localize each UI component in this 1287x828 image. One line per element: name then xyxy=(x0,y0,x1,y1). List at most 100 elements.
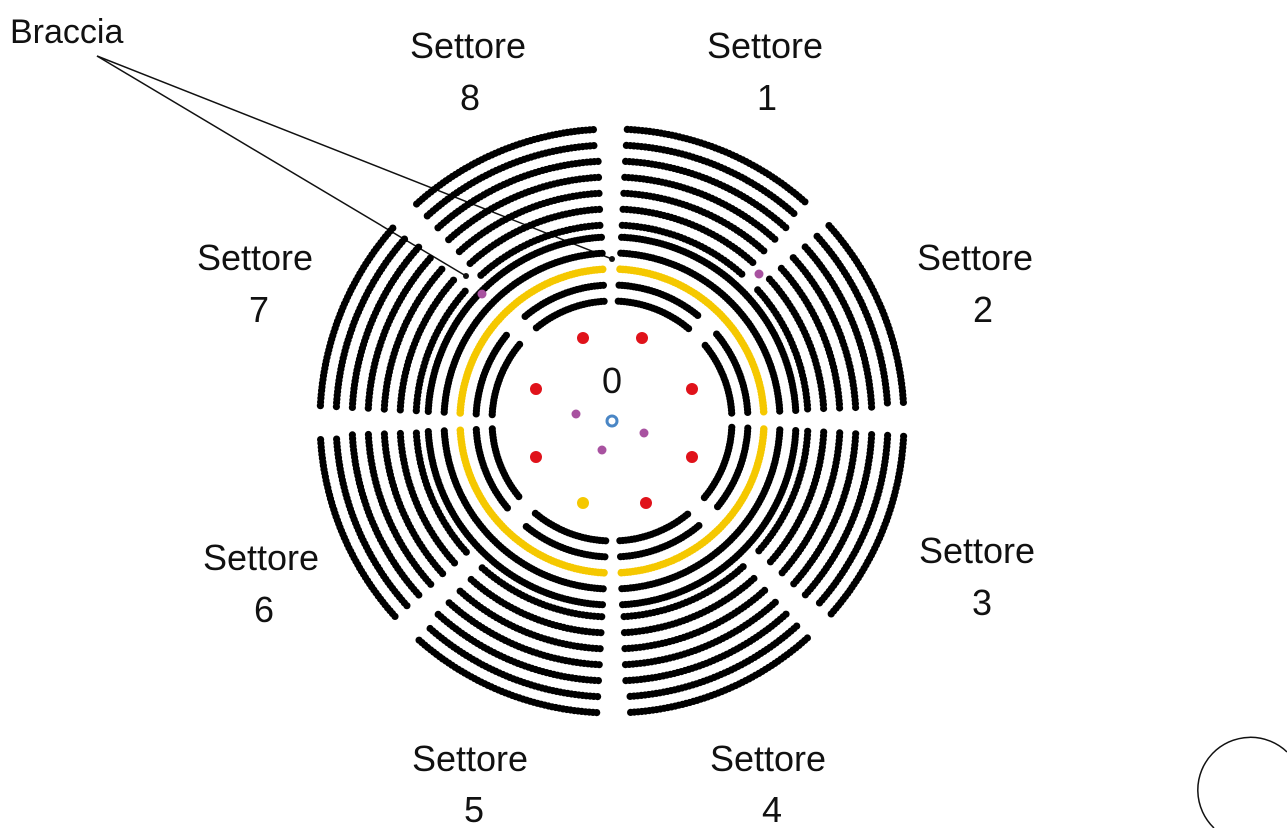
sector-word: Settore xyxy=(707,25,823,66)
ring-dot xyxy=(820,404,828,413)
leader-end-dot xyxy=(609,256,615,262)
ring-dot xyxy=(744,408,752,416)
ring-dot xyxy=(589,126,598,134)
ring-dot xyxy=(804,405,812,413)
ring-dot xyxy=(714,503,722,511)
ring-dot xyxy=(620,629,629,637)
sector-label-8: Settore 8 xyxy=(410,25,526,118)
ring-dot xyxy=(622,677,630,685)
ring-dot xyxy=(755,547,763,555)
sector-label-1: Settore 1 xyxy=(707,25,823,118)
ring-dot xyxy=(815,599,824,607)
ring-dot xyxy=(412,429,420,437)
ring-dot xyxy=(626,692,634,701)
sector-word: Settore xyxy=(412,738,528,779)
red-marker xyxy=(686,383,698,395)
ring-dot xyxy=(760,247,768,255)
ring-dot xyxy=(333,435,341,443)
ring-dot xyxy=(449,276,458,284)
ring-dot xyxy=(790,580,798,588)
red-marker xyxy=(577,332,589,344)
yellow-dot xyxy=(759,407,768,416)
sector-word: Settore xyxy=(410,25,526,66)
sector-number: 4 xyxy=(762,789,782,828)
ring-dot xyxy=(590,142,598,150)
ring-dot xyxy=(694,311,702,319)
red-marker xyxy=(640,497,652,509)
ring-dot xyxy=(380,430,388,438)
purple-marker xyxy=(754,269,764,279)
ring-dot xyxy=(778,569,786,577)
purple-marker xyxy=(477,289,487,299)
ring-dot xyxy=(516,340,524,348)
ring-dot xyxy=(426,254,434,262)
ring-dot xyxy=(627,708,635,717)
ring-dot xyxy=(597,233,606,241)
ring-dot xyxy=(598,249,606,257)
ring-dot xyxy=(488,425,496,433)
sector-word: Settore xyxy=(917,237,1033,278)
ring-dot xyxy=(801,591,810,599)
red-marker xyxy=(530,383,542,395)
ring-dot xyxy=(461,287,469,295)
yellow-dot xyxy=(617,568,626,577)
red-marker xyxy=(530,451,542,463)
ring-dot xyxy=(364,430,372,439)
partial-circle-shape xyxy=(1230,751,1287,828)
ring-dot xyxy=(445,599,453,607)
purple-marker xyxy=(571,409,581,419)
ring-dot xyxy=(396,429,404,438)
ring-dot xyxy=(595,189,603,197)
inner-markers xyxy=(477,269,764,509)
sector-label-2: Settore 2 xyxy=(917,237,1033,330)
sector-label-3: Settore 3 xyxy=(919,530,1035,623)
purple-marker xyxy=(597,445,607,455)
sector-number: 8 xyxy=(460,77,480,118)
sector-number: 6 xyxy=(254,589,274,630)
ring-dot xyxy=(594,157,602,165)
ring-dot xyxy=(685,325,693,333)
red-marker xyxy=(636,332,648,344)
ring-dot xyxy=(621,645,629,653)
ring-dot xyxy=(836,404,844,412)
ring-dot xyxy=(400,235,409,243)
leader-end-dot xyxy=(463,273,469,279)
ring-dot xyxy=(616,537,624,545)
ring-dot xyxy=(771,235,779,243)
ring-dot xyxy=(619,601,627,609)
ring-dot xyxy=(317,436,325,444)
sector-label-5: Settore 5 xyxy=(412,738,528,828)
ring-dot xyxy=(899,398,908,406)
sector-word: Settore xyxy=(919,530,1035,571)
sector-number: 3 xyxy=(972,582,992,623)
dot-rings xyxy=(316,125,908,717)
yellow-dot xyxy=(598,265,607,274)
ring-dot xyxy=(426,624,434,633)
sector-label-7: Settore 7 xyxy=(197,237,313,330)
ring-dot xyxy=(621,661,630,669)
ring-dot xyxy=(596,221,604,229)
ring-dot xyxy=(467,575,475,584)
red-marker xyxy=(686,451,698,463)
ring-dot xyxy=(883,399,892,407)
ring-dot xyxy=(595,205,604,213)
arms-leader-lines xyxy=(96,55,615,279)
ring-dot xyxy=(434,610,442,619)
sector-word: Settore xyxy=(197,237,313,278)
ring-dot xyxy=(440,427,448,435)
ring-dot xyxy=(600,297,608,305)
ring-dot xyxy=(599,281,608,289)
ring-dot xyxy=(424,428,432,436)
ring-dot xyxy=(618,585,626,593)
ring-dot xyxy=(749,258,757,267)
ring-dot xyxy=(478,564,486,572)
ring-dot xyxy=(415,243,423,251)
ring-dot xyxy=(389,224,397,232)
ring-dot xyxy=(801,198,809,206)
sector-number: 1 xyxy=(757,77,777,118)
sector-label-4: Settore 4 xyxy=(710,738,826,828)
ring-dot xyxy=(728,409,736,417)
ring-dot xyxy=(348,431,356,439)
ring-dot xyxy=(738,270,746,278)
